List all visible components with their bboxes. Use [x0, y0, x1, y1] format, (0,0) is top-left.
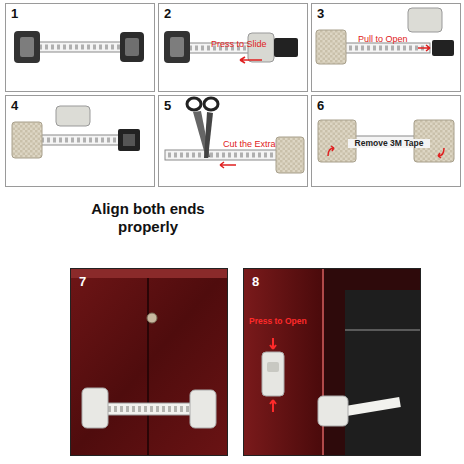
end-block: [164, 31, 190, 63]
buckle-slot: [123, 134, 135, 146]
strap-assembly: [316, 8, 454, 64]
instruction-text: Press to Open: [249, 317, 309, 326]
end-cap: [56, 106, 90, 126]
step-number: 5: [164, 99, 171, 113]
step-panel: 6Remove 3M Tape: [311, 95, 461, 187]
strap-holes: [108, 406, 190, 412]
tape-pad: [12, 122, 42, 158]
buckle: [432, 40, 454, 56]
end-block: [190, 390, 216, 428]
tape-pad: [276, 137, 304, 173]
strap-assembly: [12, 106, 140, 158]
step-number: 8: [252, 275, 259, 289]
step-number: 6: [317, 99, 324, 113]
end-block: [14, 31, 40, 63]
arrow: [240, 57, 262, 63]
cabinet-door: [243, 268, 323, 456]
latch-button: [267, 362, 279, 372]
peel-arrow: [328, 146, 334, 156]
arrow: [270, 338, 276, 349]
cabinet-opening: [345, 290, 421, 456]
buckle: [274, 38, 298, 57]
section-heading: Align both ends properly: [78, 200, 218, 236]
step-number: 3: [317, 7, 324, 21]
step-number: 4: [11, 99, 18, 113]
peel-arrow: [438, 148, 444, 158]
strap: [340, 43, 430, 53]
step-panel: 4: [5, 95, 155, 187]
end-block: [82, 388, 108, 428]
cabinet-top: [70, 268, 228, 278]
end-block-face: [125, 38, 139, 56]
door-edge: [322, 268, 324, 456]
instruction-text: Cut the Extra: [223, 140, 276, 150]
strap: [165, 150, 280, 160]
cabinet-door: [70, 268, 228, 456]
strap-holes: [343, 46, 428, 51]
arrow: [418, 45, 430, 51]
end-block: [120, 32, 144, 62]
shelf: [345, 329, 421, 331]
step-panel: 1: [5, 3, 155, 92]
strap-holes: [41, 138, 121, 143]
strap-assembly: [164, 31, 298, 63]
strap-assembly: [318, 120, 454, 162]
end-block: [318, 396, 348, 426]
end-cap: [408, 8, 442, 32]
buckle: [118, 129, 140, 151]
arrow: [270, 400, 276, 412]
step-number: 7: [79, 275, 86, 289]
photo-panel: 7: [70, 268, 228, 456]
latch-clip: [262, 352, 284, 396]
strap: [38, 135, 123, 145]
step-panel: 5Cut the Extra: [158, 95, 308, 187]
strap-assembly: [14, 31, 144, 63]
scissor-handle: [187, 98, 201, 110]
strap: [340, 402, 400, 412]
strap-assembly: [165, 98, 304, 173]
step-number: 1: [11, 7, 18, 21]
strap-holes: [33, 45, 127, 50]
cabinet-interior: [243, 268, 421, 456]
strap: [30, 42, 130, 52]
strap-holes: [168, 153, 278, 158]
step-panel: 3Pull to Open: [311, 3, 461, 92]
photo-panel: 8Press to Open: [243, 268, 421, 456]
cabinet-photo: [243, 268, 421, 456]
step-panel: 2Press to Slide: [158, 3, 308, 92]
door-knob: [147, 313, 157, 323]
instruction-text: Remove 3M Tape: [348, 139, 430, 148]
arrow: [220, 162, 236, 168]
step-number: 2: [164, 7, 171, 21]
tape-pad: [316, 30, 346, 64]
end-block-face: [20, 37, 34, 57]
scissor-handle: [204, 98, 218, 110]
instruction-text: Press to Slide: [211, 40, 267, 50]
scissor-blade: [204, 112, 213, 158]
cabinet-photo: [70, 268, 228, 456]
strap: [104, 403, 194, 415]
end-block-face: [170, 37, 184, 57]
door-gap: [147, 278, 149, 456]
instruction-text: Pull to Open: [358, 35, 408, 45]
